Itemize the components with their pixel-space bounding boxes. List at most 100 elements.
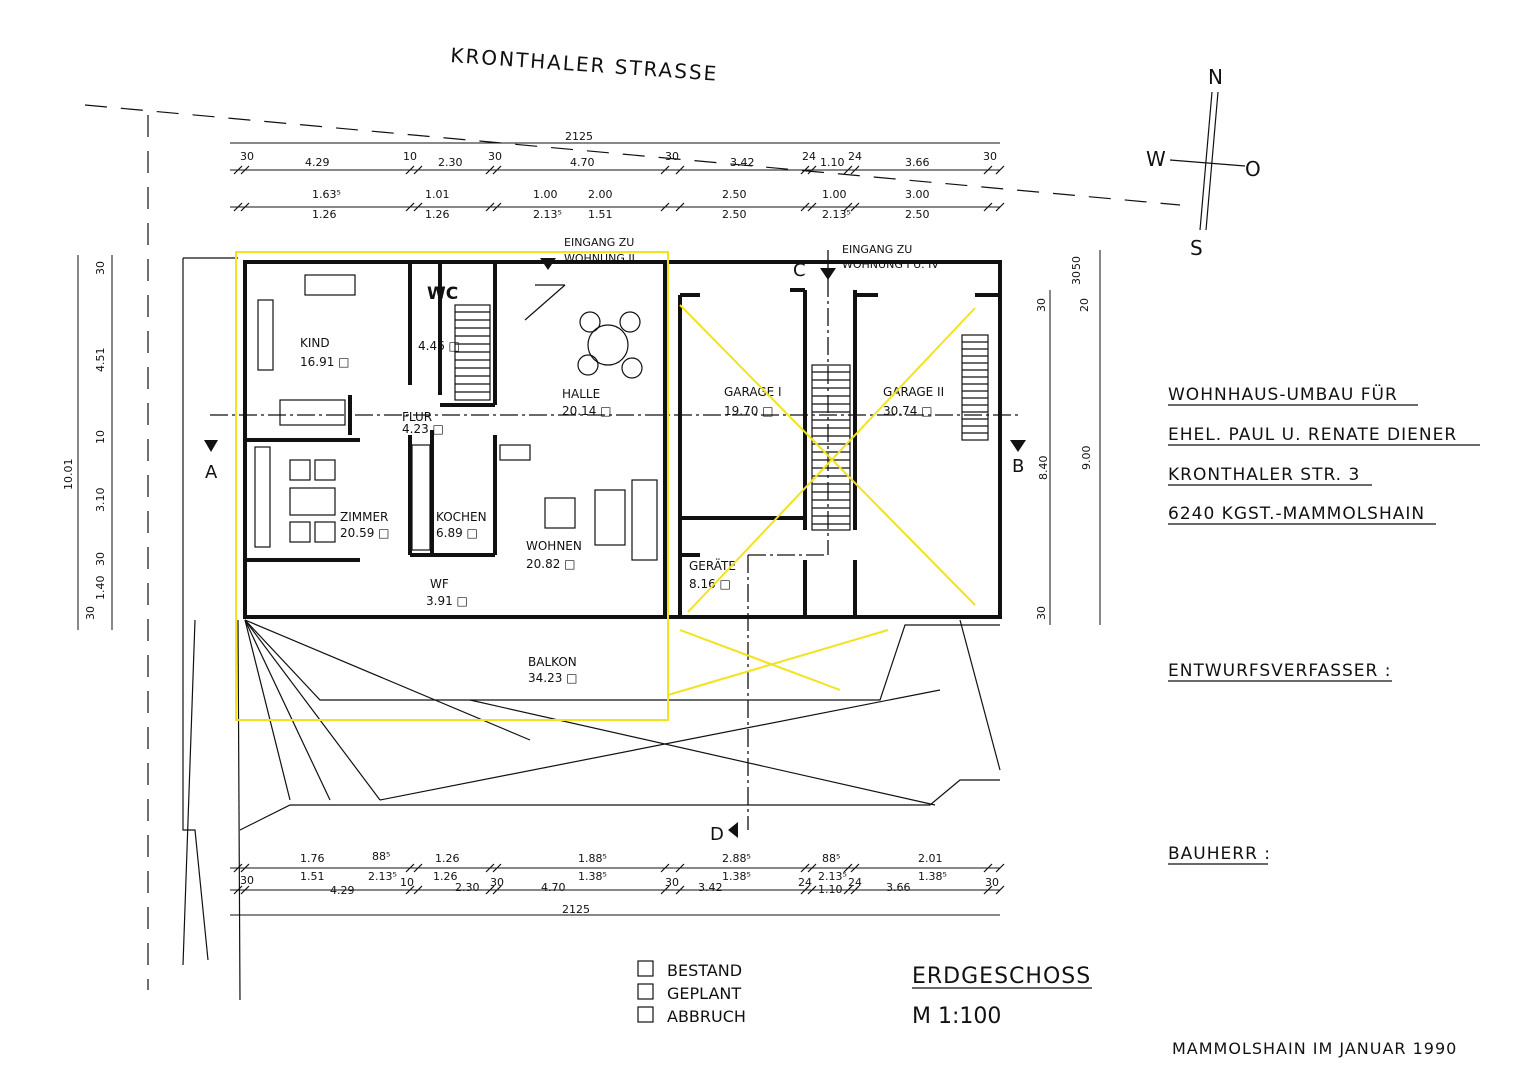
furniture xyxy=(254,274,658,561)
legend: BESTAND GEPLANT ABBRUCH xyxy=(637,960,746,1026)
drawing-stroke xyxy=(843,202,853,212)
compass-w: W xyxy=(1146,147,1166,171)
left-dimensions: 10.01 30 4.51 10 3.10 30 1.40 30 xyxy=(62,255,113,630)
svg-text:2.00: 2.00 xyxy=(588,188,613,201)
drawing-stroke xyxy=(660,202,670,212)
svg-text:4.29: 4.29 xyxy=(305,156,330,169)
svg-text:24: 24 xyxy=(798,876,812,889)
svg-text:2125: 2125 xyxy=(562,903,590,916)
drawing-stroke xyxy=(850,863,860,873)
stair-garage xyxy=(811,364,851,531)
svg-text:2.30: 2.30 xyxy=(455,881,480,894)
highlight-wohnung-box xyxy=(235,251,669,721)
room-wf-area: 3.91 □ xyxy=(426,594,468,608)
compass: N S W O xyxy=(1146,65,1261,260)
drawing-stroke xyxy=(233,165,243,175)
svg-text:1.63⁵: 1.63⁵ xyxy=(312,188,341,201)
entrance-2-line2: WOHNUNG II xyxy=(564,252,635,265)
room-kind-area: 16.91 □ xyxy=(300,355,350,369)
svg-text:88⁵: 88⁵ xyxy=(372,850,390,863)
drawing-stroke xyxy=(492,165,502,175)
svg-text:30: 30 xyxy=(84,606,97,620)
drawing-stroke xyxy=(660,885,670,895)
svg-text:3.66: 3.66 xyxy=(905,156,930,169)
svg-text:30: 30 xyxy=(94,552,107,566)
drawing-stroke xyxy=(675,202,685,212)
svg-text:30: 30 xyxy=(1070,271,1083,285)
room-wohnen-area: 20.82 □ xyxy=(526,557,576,571)
drawing-stroke xyxy=(240,165,250,175)
drawing-stroke xyxy=(485,863,495,873)
drawing-stroke xyxy=(983,165,993,175)
svg-text:4.51: 4.51 xyxy=(94,348,107,373)
room-geraete-area: 8.16 □ xyxy=(689,577,731,591)
svg-text:1.26: 1.26 xyxy=(435,852,460,865)
compass-n: N xyxy=(1208,65,1223,89)
svg-text:1.51: 1.51 xyxy=(300,870,325,883)
svg-text:24: 24 xyxy=(802,150,816,163)
drawing-stroke xyxy=(850,202,860,212)
drawing-stroke xyxy=(240,863,250,873)
svg-text:88⁵: 88⁵ xyxy=(822,852,840,865)
svg-text:24: 24 xyxy=(848,876,862,889)
svg-text:3.66: 3.66 xyxy=(886,881,911,894)
svg-text:30: 30 xyxy=(1035,606,1048,620)
svg-text:2.13⁵: 2.13⁵ xyxy=(533,208,562,221)
svg-text:30: 30 xyxy=(985,876,999,889)
svg-text:2.50: 2.50 xyxy=(722,188,747,201)
room-garage1-name: GARAGE I xyxy=(724,385,782,399)
svg-text:1.26: 1.26 xyxy=(312,208,337,221)
room-bath-area: 4.46 □ xyxy=(418,339,460,353)
drawing-stroke xyxy=(800,863,810,873)
svg-text:2.13⁵: 2.13⁵ xyxy=(368,870,397,883)
svg-text:1.76: 1.76 xyxy=(300,852,325,865)
project-title-line1: WOHNHAUS-UMBAU FÜR xyxy=(1168,383,1398,405)
drawing-stroke xyxy=(675,885,685,895)
drawing-stroke xyxy=(800,165,810,175)
svg-text:9.00: 9.00 xyxy=(1080,446,1093,471)
svg-text:1.10: 1.10 xyxy=(818,883,843,896)
drawing-stroke xyxy=(485,202,495,212)
drawing-stroke xyxy=(492,885,502,895)
room-kochen-name: KOCHEN xyxy=(436,510,487,524)
drawing-stroke xyxy=(405,202,415,212)
svg-text:2125: 2125 xyxy=(565,130,593,143)
property-boundary xyxy=(84,104,1181,206)
building-walls xyxy=(243,260,1002,619)
stair-wohnung xyxy=(454,304,491,401)
project-title-line3: KRONTHALER STR. 3 xyxy=(1168,465,1360,485)
drawing-stroke xyxy=(983,202,993,212)
drawing-stroke xyxy=(807,202,817,212)
svg-text:1.51: 1.51 xyxy=(588,208,613,221)
owner-label: BAUHERR : xyxy=(1168,844,1271,864)
svg-text:1.00: 1.00 xyxy=(533,188,558,201)
room-wf-name: WF xyxy=(430,577,449,591)
drawing-stroke xyxy=(800,202,810,212)
title-block: WOHNHAUS-UMBAU FÜR EHEL. PAUL U. RENATE … xyxy=(1168,383,1480,865)
drawing-stroke xyxy=(413,885,423,895)
room-garage1-area: 19.70 □ xyxy=(724,404,774,418)
svg-text:3.10: 3.10 xyxy=(94,488,107,513)
room-halle-name: HALLE xyxy=(562,387,600,401)
stair-garage2 xyxy=(961,334,989,441)
drawing-stroke xyxy=(240,885,250,895)
svg-text:3.00: 3.00 xyxy=(905,188,930,201)
legend-box-abbruch xyxy=(637,1006,654,1023)
svg-text:20: 20 xyxy=(1078,298,1091,312)
compass-o: O xyxy=(1245,157,1261,181)
drawing-stroke xyxy=(850,885,860,895)
room-zimmer-name: ZIMMER xyxy=(340,510,388,524)
drawing-stroke xyxy=(660,863,670,873)
drawing-stroke xyxy=(240,202,250,212)
top-dimensions: 2125 30 4.29 10 2.30 30 4.70 30 3.42 24 … xyxy=(230,130,1005,221)
svg-text:30: 30 xyxy=(665,876,679,889)
room-kochen-area: 6.89 □ xyxy=(436,526,478,540)
svg-text:30: 30 xyxy=(1035,298,1048,312)
section-b-label: B xyxy=(1012,456,1024,477)
section-d-label: D xyxy=(710,824,724,845)
svg-text:10: 10 xyxy=(400,876,414,889)
drawing-stroke xyxy=(233,863,243,873)
drawing-stroke xyxy=(800,885,810,895)
floor-title: ERDGESCHOSS xyxy=(912,964,1091,989)
svg-text:30: 30 xyxy=(240,150,254,163)
